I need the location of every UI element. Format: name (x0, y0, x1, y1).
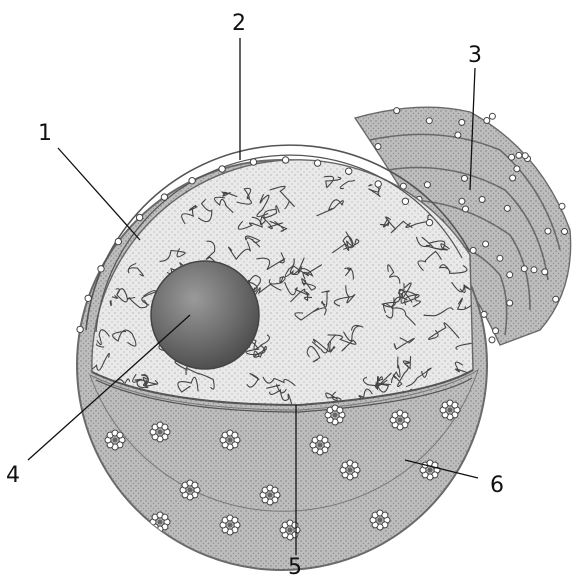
rim-pore (189, 178, 195, 184)
chromatin-strand (151, 139, 163, 163)
ribosome (510, 175, 516, 181)
rim-pore (402, 198, 408, 204)
nuclear-pore (220, 430, 240, 450)
ribosome (462, 175, 468, 181)
label-1: 1 (38, 121, 52, 146)
ribosome (484, 118, 490, 124)
ribosome (463, 206, 469, 212)
label-2: 2 (232, 11, 246, 36)
label-6: 6 (490, 473, 504, 498)
rim-pore (136, 214, 142, 220)
nuclear-pore (220, 515, 240, 535)
rim-pore (346, 168, 352, 174)
chromatin-strand (141, 176, 156, 193)
ribosome (497, 255, 503, 261)
ribosome (553, 296, 559, 302)
ribosome (516, 152, 522, 158)
ribosome (470, 247, 476, 253)
chromatin-strand (115, 189, 130, 206)
nucleolus (151, 261, 259, 369)
chromatin-strand (103, 156, 132, 177)
nuclear-pore (325, 405, 345, 425)
nuclear-pore (390, 410, 410, 430)
ribosome (514, 166, 520, 172)
rim-pore (426, 219, 432, 225)
nuclear-pore (420, 460, 440, 480)
ribosome (542, 269, 548, 275)
ribosome (489, 113, 495, 119)
label-3: 3 (468, 43, 482, 68)
chromatin-strand (162, 151, 177, 171)
ribosome (455, 132, 461, 138)
rim-pore (282, 157, 288, 163)
nuclear-pore (280, 520, 300, 540)
ribosome (559, 203, 565, 209)
rim-pore (115, 238, 121, 244)
ribosome (509, 154, 515, 160)
ribosome (479, 197, 485, 203)
rim-pore (250, 159, 256, 165)
nuclear-pore (310, 435, 330, 455)
ribosome (507, 272, 513, 278)
nuclear-pore (150, 512, 170, 532)
ribosome (424, 182, 430, 188)
rim-pore (85, 295, 91, 301)
ribosome (504, 205, 510, 211)
ribosome (522, 153, 528, 159)
ribosome (562, 229, 568, 235)
nuclear-pore (260, 485, 280, 505)
ribosome (493, 328, 499, 334)
ribosome (459, 119, 465, 125)
ribosome (489, 337, 495, 343)
ribosome (426, 118, 432, 124)
ribosome (521, 266, 527, 272)
rim-pore (98, 266, 104, 272)
nuclear-pore (180, 480, 200, 500)
nuclear-pore (440, 400, 460, 420)
rim-pore (161, 194, 167, 200)
chromatin-strand (112, 155, 144, 181)
rim-pore (219, 166, 225, 172)
nuclear-pore (105, 430, 125, 450)
ribosome (531, 267, 537, 273)
label-4: 4 (6, 463, 20, 488)
ribosome (459, 198, 465, 204)
ribosome (483, 241, 489, 247)
chromatin-strand (134, 188, 144, 201)
ribosome (394, 108, 400, 114)
nuclear-pore (370, 510, 390, 530)
ribosome (375, 144, 381, 150)
leader-1 (58, 148, 140, 240)
rim-pore (77, 326, 83, 332)
nuclear-pore (340, 460, 360, 480)
label-5: 5 (288, 555, 302, 577)
nuclear-pore (150, 422, 170, 442)
ribosome (507, 300, 513, 306)
rim-pore (314, 160, 320, 166)
chromatin-strand (117, 160, 140, 173)
rim-pore (375, 181, 381, 187)
ribosome (545, 228, 551, 234)
